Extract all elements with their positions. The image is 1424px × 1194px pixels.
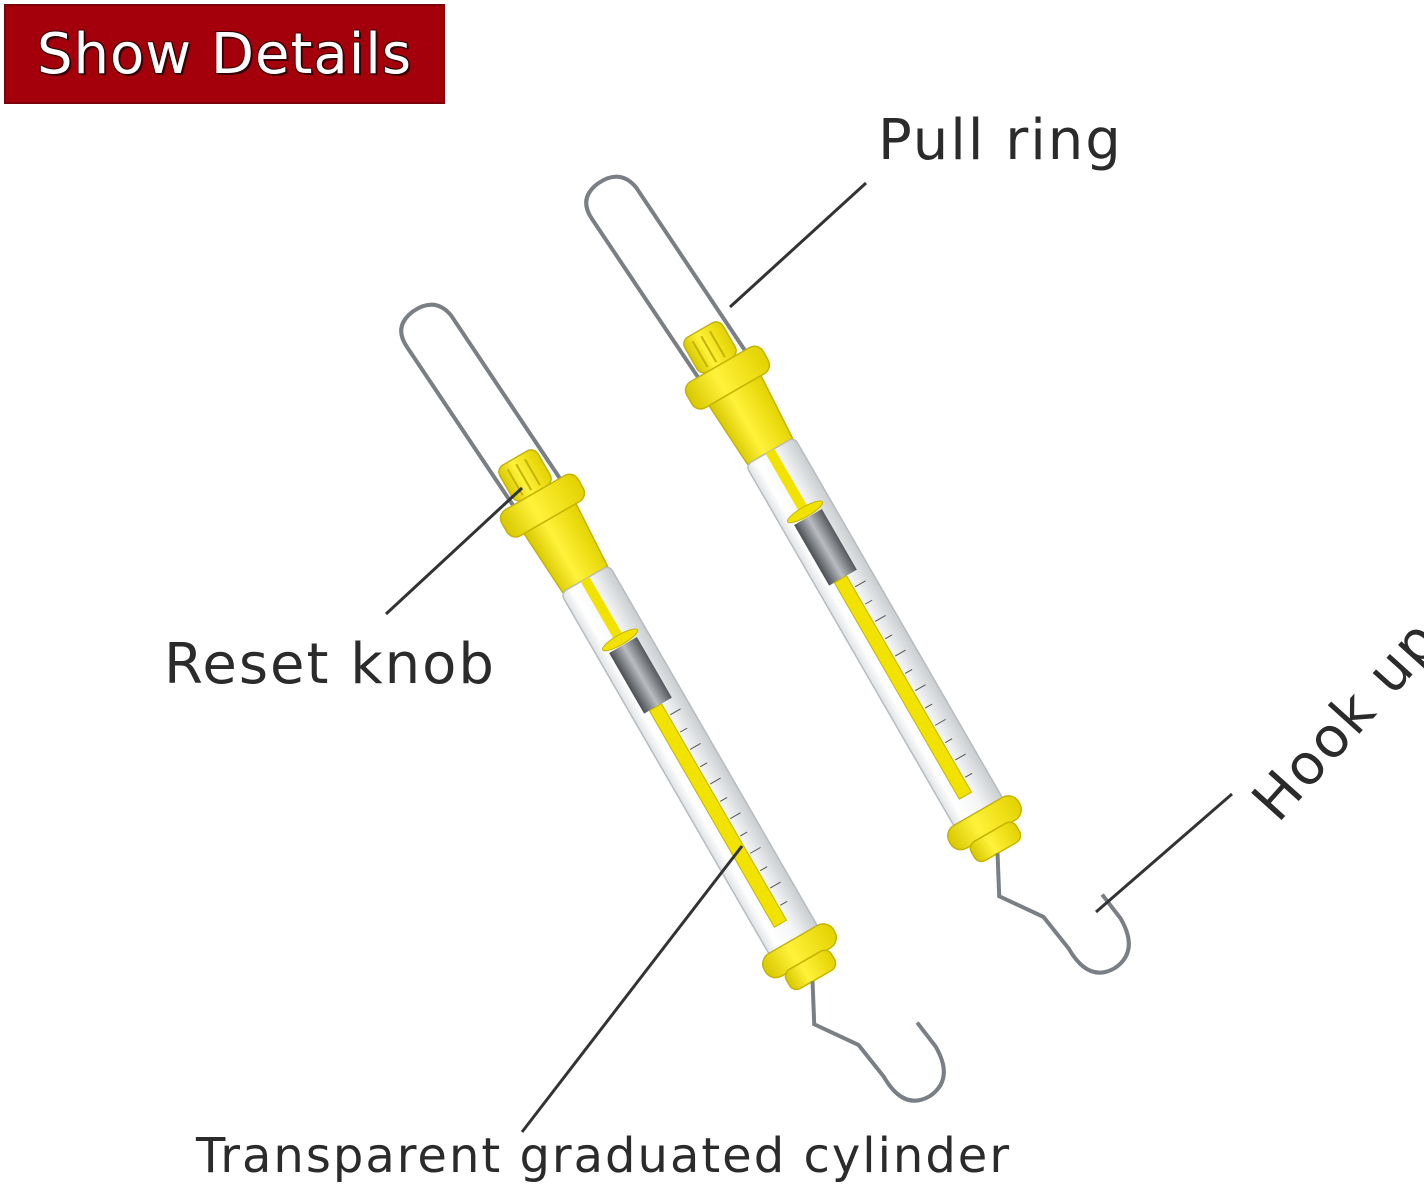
left-spring-scale [385, 266, 958, 1141]
pull-ring-leader [728, 181, 868, 309]
right-spring-scale [570, 138, 1143, 1013]
reset-knob-label: Reset knob [164, 632, 496, 697]
reset-knob-leader [384, 486, 524, 616]
hook-up-leader [1095, 792, 1233, 914]
cylinder-label: Transparent graduated cylinder [196, 1128, 1012, 1184]
banner-title: Show Details [36, 21, 413, 87]
show-details-banner: Show Details [4, 4, 445, 104]
pull-ring-label: Pull ring [878, 108, 1123, 173]
cylinder-leader [520, 845, 744, 1133]
